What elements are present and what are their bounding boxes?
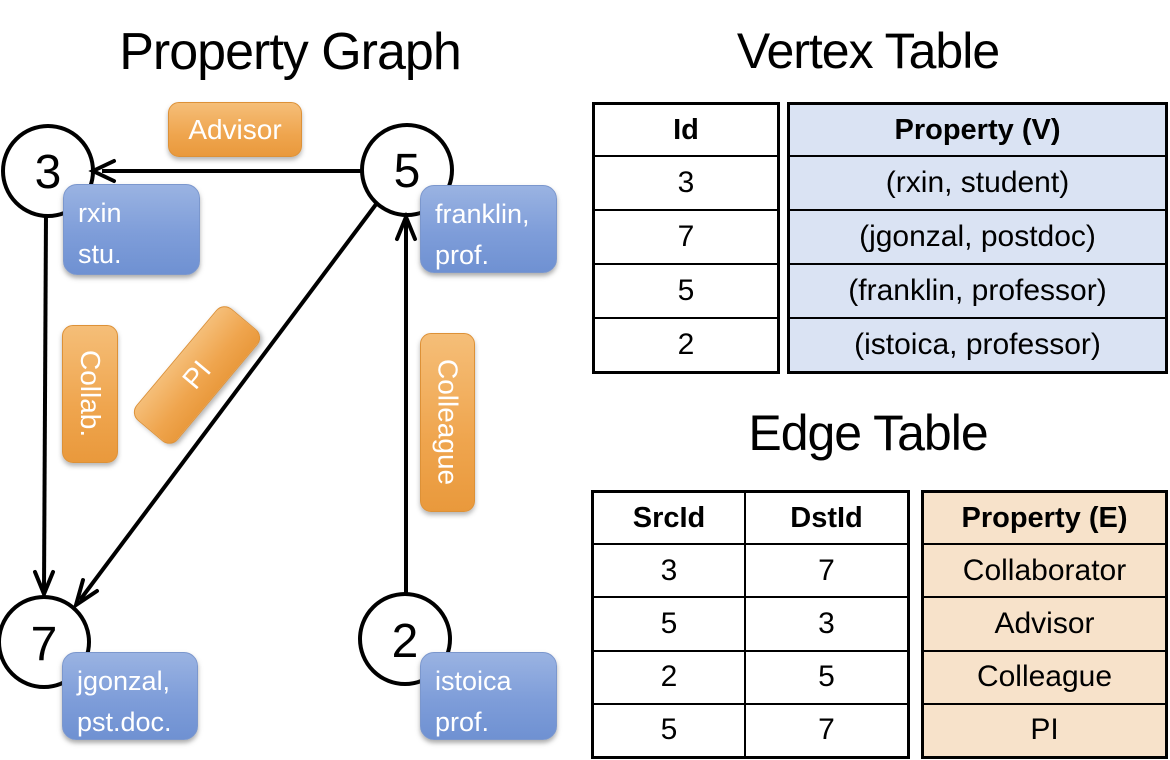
node-property-box-2: istoica prof. xyxy=(420,652,557,740)
node-property-line: rxin xyxy=(78,198,122,228)
node-property-line: franklin, xyxy=(435,199,530,229)
edge-line-3-7 xyxy=(42,213,48,590)
arrowhead-5-3 xyxy=(88,159,116,183)
vertex-table-id-column: Id 3 7 5 2 xyxy=(592,102,780,374)
edge-table-title: Edge Table xyxy=(748,405,988,461)
node-id-7: 7 xyxy=(30,618,58,671)
vertex-property-cell: (istoica, professor) xyxy=(790,319,1165,371)
table-row: 7 xyxy=(595,209,777,263)
table-row: 3 xyxy=(595,155,777,209)
table-row: Collaborator xyxy=(924,543,1165,597)
vertex-table-title: Vertex Table xyxy=(736,23,1000,79)
table-row: 3 7 xyxy=(594,543,907,597)
edge-property-cell: Advisor xyxy=(924,598,1165,650)
node-property-line: pst.doc. xyxy=(77,706,172,737)
table-row: Advisor xyxy=(924,596,1165,650)
edge-src-cell: 5 xyxy=(660,713,678,747)
node-property-line: stu. xyxy=(78,238,122,269)
table-row: Colleague xyxy=(924,649,1165,703)
graph-canvas xyxy=(0,123,454,689)
table-row: 5 xyxy=(595,263,777,317)
node-property-box-7: jgonzal, pst.doc. xyxy=(62,652,198,740)
edge-src-cell: 5 xyxy=(660,606,678,640)
edge-table-header-property: Property (E) xyxy=(924,493,1165,543)
node-property-line: istoica xyxy=(435,666,512,696)
edge-label-collab: Collab. xyxy=(62,325,118,463)
edge-property-cell: Collaborator xyxy=(924,545,1165,597)
table-row: (rxin, student) xyxy=(790,155,1165,209)
vertex-table-header-property: Property (V) xyxy=(790,105,1165,155)
table-row: 2 5 xyxy=(594,649,907,703)
vertex-id-cell: 7 xyxy=(677,220,695,253)
table-row: (franklin, professor) xyxy=(790,263,1165,317)
arrowhead-5-7 xyxy=(72,578,99,610)
vertex-id-cell: 2 xyxy=(677,328,695,361)
edge-line-5-7 xyxy=(78,201,379,602)
property-graph-title: Property Graph xyxy=(119,23,462,81)
edge-label-advisor-text: Advisor xyxy=(188,113,282,145)
table-row: PI xyxy=(924,702,1165,756)
vertex-id-cell: 5 xyxy=(677,274,695,307)
table-row: (jgonzal, postdoc) xyxy=(790,209,1165,263)
arrowhead-3-7 xyxy=(33,570,55,600)
vertex-property-cell: (franklin, professor) xyxy=(790,265,1165,317)
edge-table-id-columns: SrcId DstId 3 7 5 3 2 5 5 7 xyxy=(591,490,910,759)
vertex-id-cell: 3 xyxy=(677,166,695,199)
node-id-5: 5 xyxy=(393,145,421,198)
edge-dst-cell: 5 xyxy=(744,651,907,703)
node-id-3: 3 xyxy=(34,146,62,199)
vertex-property-cell: (jgonzal, postdoc) xyxy=(790,211,1165,263)
node-property-line: prof. xyxy=(435,239,490,270)
table-row: 2 xyxy=(595,317,777,371)
edge-src-cell: 2 xyxy=(660,660,678,694)
edge-dst-cell: 3 xyxy=(744,598,907,650)
edge-property-cell: PI xyxy=(924,704,1165,756)
table-row: 5 7 xyxy=(594,702,907,756)
edge-label-advisor: Advisor xyxy=(168,102,302,157)
edge-label-colleague: Colleague xyxy=(420,333,475,512)
edge-dst-cell: 7 xyxy=(744,545,907,597)
node-property-box-5: franklin, prof. xyxy=(420,185,557,273)
table-row: 5 3 xyxy=(594,596,907,650)
node-property-line: prof. xyxy=(435,706,490,737)
edge-label-colleague-text: Colleague xyxy=(432,359,464,486)
edge-label-pi-text: PI xyxy=(176,354,217,395)
node-property-line: jgonzal, xyxy=(77,666,171,696)
edge-table-property-column: Property (E) Collaborator Advisor Collea… xyxy=(921,490,1168,759)
arrowhead-2-5 xyxy=(395,211,417,241)
edge-dst-cell: 7 xyxy=(744,704,907,756)
edge-table-header-dstid: DstId xyxy=(744,493,907,543)
edge-src-cell: 3 xyxy=(660,553,678,587)
vertex-table-header-id: Id xyxy=(673,113,699,146)
vertex-property-cell: (rxin, student) xyxy=(790,157,1165,209)
node-property-box-3: rxin stu. xyxy=(63,184,200,275)
table-row: (istoica, professor) xyxy=(790,317,1165,371)
node-id-2: 2 xyxy=(391,615,419,668)
vertex-table-property-column: Property (V) (rxin, student) (jgonzal, p… xyxy=(787,102,1168,374)
edge-property-cell: Colleague xyxy=(924,651,1165,703)
edge-label-collab-text: Collab. xyxy=(75,350,106,438)
edge-table-header-srcid: SrcId xyxy=(632,501,706,534)
